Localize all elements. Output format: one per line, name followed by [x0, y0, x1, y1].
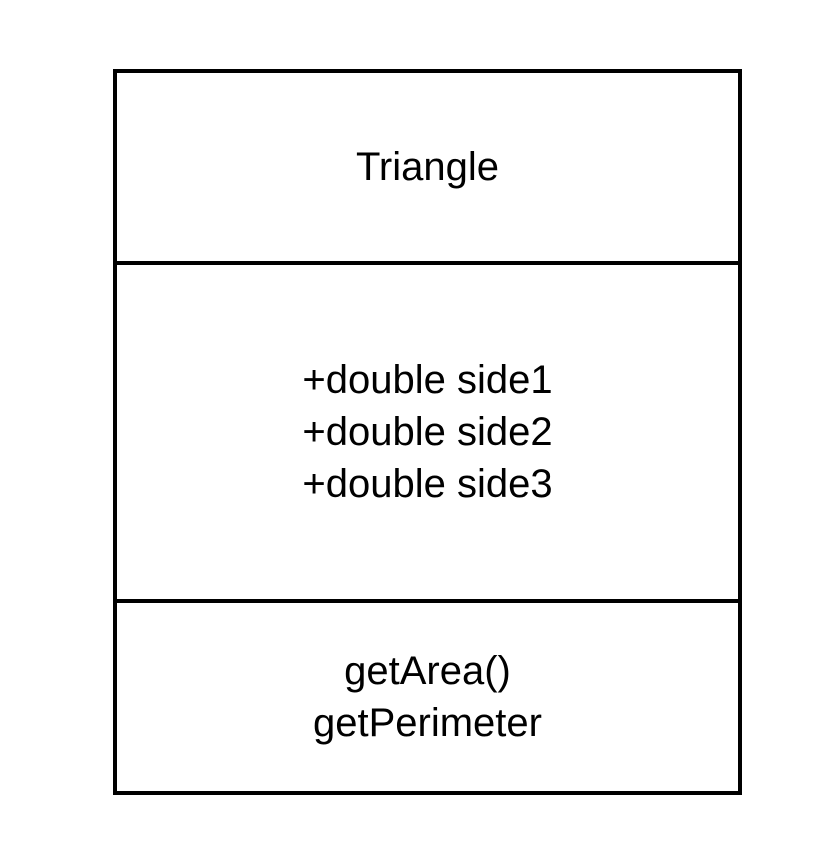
attribute-item: +double side1	[302, 358, 553, 402]
uml-class-box: Triangle +double side1 +double side2 +do…	[113, 69, 742, 795]
attributes-compartment: +double side1 +double side2 +double side…	[117, 265, 738, 603]
methods-compartment: getArea() getPerimeter	[117, 603, 738, 791]
attribute-item: +double side3	[302, 462, 553, 506]
method-item: getArea()	[344, 649, 511, 693]
class-name-compartment: Triangle	[117, 73, 738, 265]
class-name: Triangle	[355, 145, 500, 189]
attribute-item: +double side2	[302, 410, 553, 454]
method-item: getPerimeter	[313, 701, 542, 745]
